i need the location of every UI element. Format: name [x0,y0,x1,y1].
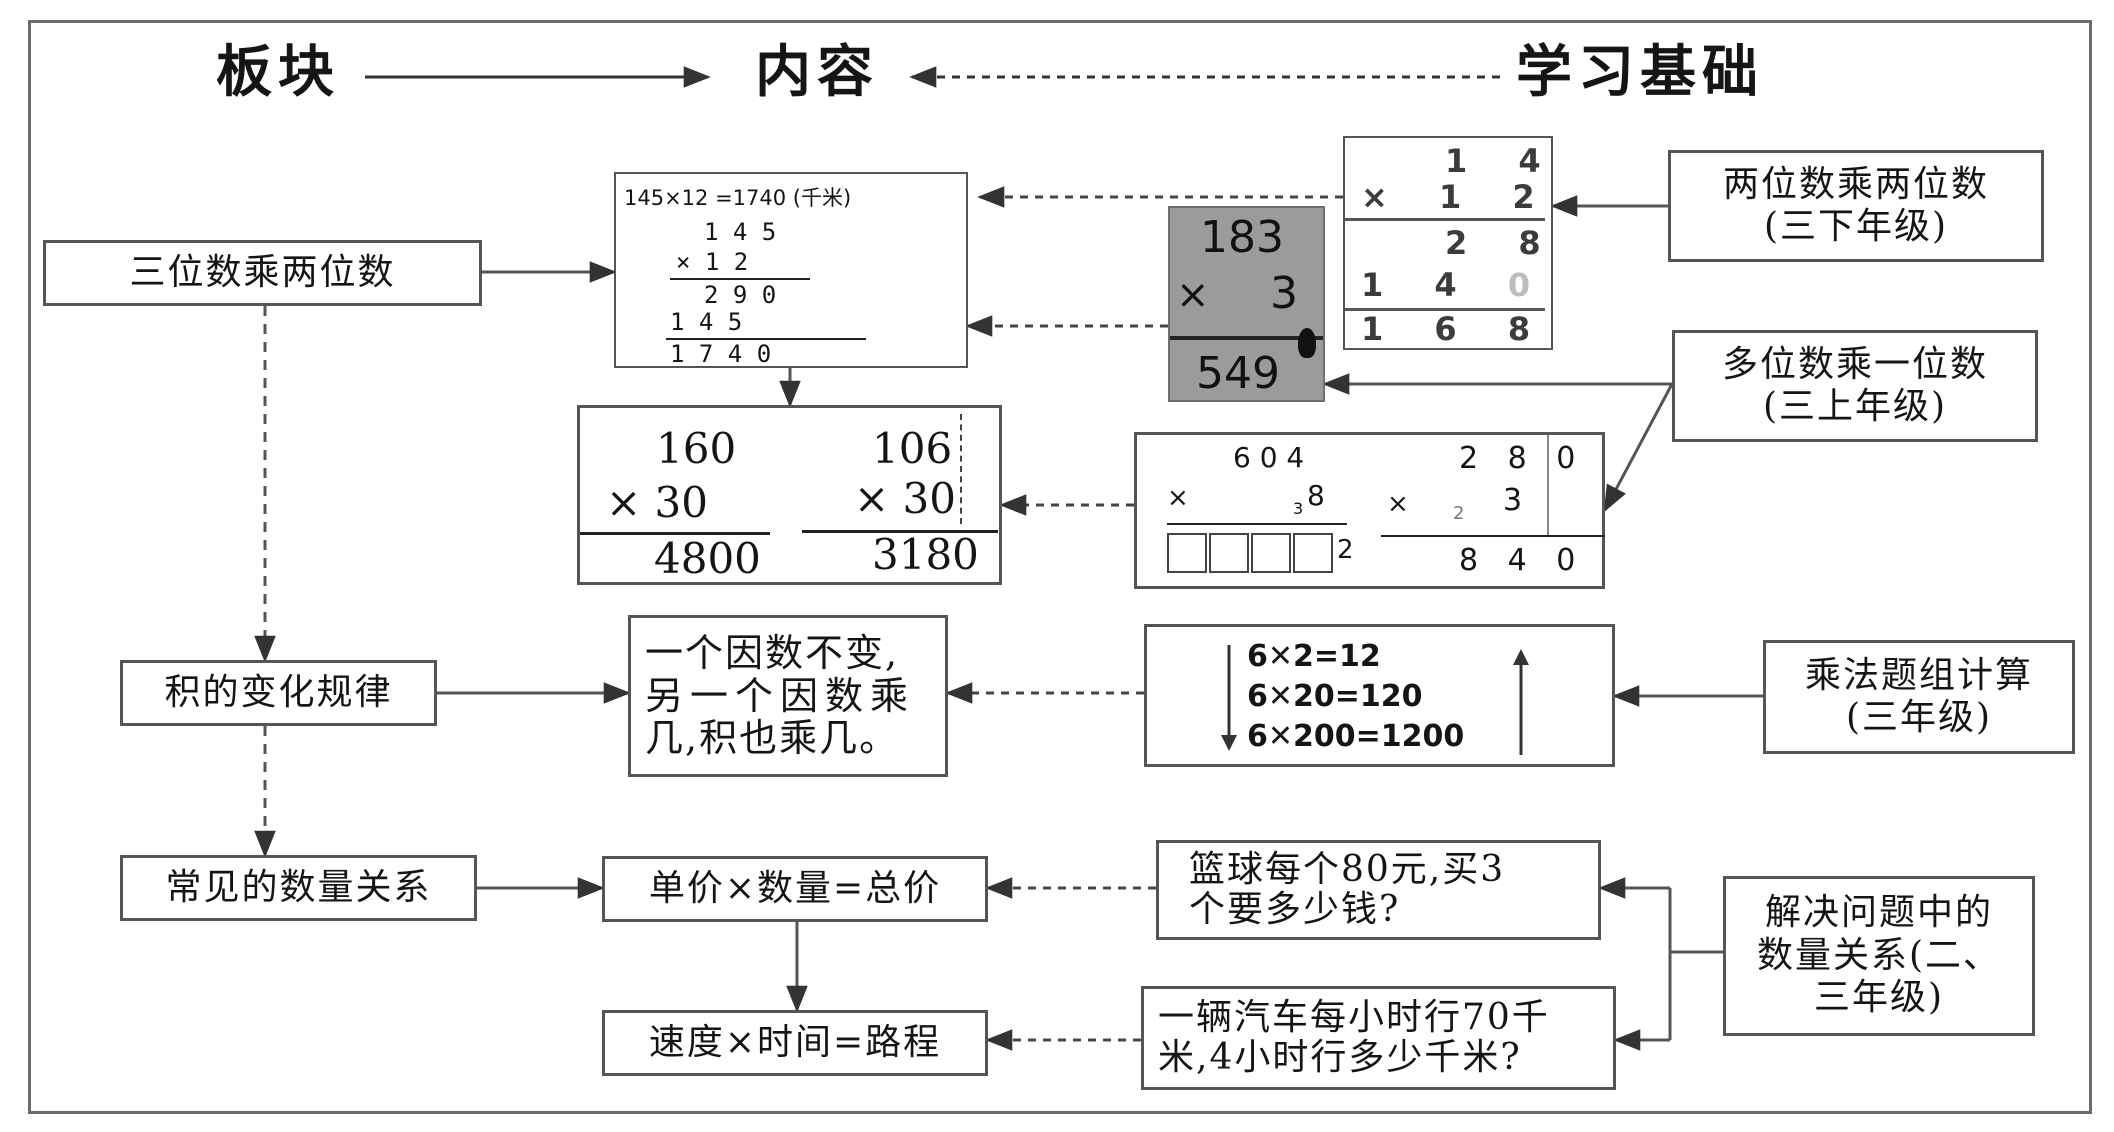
problem-line: 米,4小时行多少千米? [1158,1037,1522,1078]
calc-rule [802,530,998,533]
calc-top: 106 [872,424,953,473]
foundation-line: 三年级) [1813,977,1945,1019]
calc-top: 6 0 4 [1233,441,1305,474]
law-line: 几,积也乘几。 [645,716,900,761]
calc-result: 549 [1196,348,1280,399]
foundation-line: 乘法题组计算 [1804,654,2033,696]
calc-row: × 1 2 [676,248,749,276]
up-arrow-icon [1513,649,1529,755]
calc-mid: × 30 [854,474,956,523]
calc-sign: × [1176,272,1210,318]
foundation-multi-digit-by-one: 多位数乘一位数 (三上年级) [1672,330,2038,442]
pale-zero: 0 [1507,266,1551,304]
problem-line: 一辆汽车每小时行70千 [1158,996,1550,1038]
calc-rule [1381,535,1605,537]
calc-rule [1170,336,1323,340]
header-col3: 学习基础 [1516,39,1764,105]
calc-row: 1 4 5 [704,218,777,246]
foundation-line: (三年级) [1845,697,1993,738]
problem-line: 篮球每个80元,买3 [1189,848,1506,890]
product-law-text-box: 一个因数不变, 另一个因数乘 几,积也乘几。 [628,615,948,777]
calc-top: 2 8 0 [1459,441,1586,476]
calc-row: 2 8 [1445,224,1561,262]
formula-text: 速度×时间=路程 [648,1022,942,1064]
calc-row: 1 4 0 [1361,266,1551,304]
carry-digit: 3 [1293,499,1304,518]
module-product-change-law: 积的变化规律 [120,660,437,726]
pen-mark [1298,328,1316,358]
product-series-card: 6✕2=12 6✕20=120 6✕200=1200 [1144,624,1615,767]
calc-rule [1167,523,1347,525]
calc-top: 183 [1200,212,1284,263]
series-line: 6✕200=1200 [1247,719,1465,754]
calc-digit: 8 [1307,479,1325,512]
calc-caption: 145×12 =1740 (千米) [624,186,852,210]
calc-mid: 3 [1270,268,1298,319]
header-col1: 板块 [216,39,340,105]
foundation-multiplication-groups: 乘法题组计算 (三年级) [1763,640,2075,754]
arrow-f2-to-604x8 [1603,383,1674,513]
calc-rule [670,278,810,280]
problem-car-box: 一辆汽车每小时行70千 米,4小时行多少千米? [1141,986,1616,1090]
module-label: 常见的数量关系 [165,867,432,909]
module-three-by-two-digit: 三位数乘两位数 [43,240,482,306]
module-label: 积的变化规律 [164,672,393,714]
calc-result: 8 4 0 [1459,543,1586,578]
foundation-line: 数量关系(二、 [1756,934,2002,976]
module-quantity-relations: 常见的数量关系 [120,855,477,921]
foundation-line: 两位数乘两位数 [1722,163,1989,205]
foundation-problem-solving-relations: 解决问题中的 数量关系(二、 三年级) [1723,876,2035,1036]
foundation-line: 解决问题中的 [1764,892,1993,934]
calc-sign: × [1387,489,1409,519]
foundation-two-digit-multiplication: 两位数乘两位数 (三下年级) [1668,150,2044,262]
calc-top: 160 [656,424,737,473]
place-marker [960,414,962,524]
calc-sign: × [1167,483,1189,513]
outer-frame [28,20,2092,1114]
problem-line: 个要多少钱? [1189,889,1401,930]
series-line: 6✕2=12 [1247,639,1381,674]
calc-result: 4800 [654,534,761,583]
calc-row: 1 6 8 [1361,310,1551,348]
foundation-line: 多位数乘一位数 [1721,343,1988,385]
calc-row: 1 7 4 0 [670,340,772,368]
header-col2: 内容 [755,39,879,105]
calc-digit: 3 [1503,483,1523,518]
law-line: 一个因数不变, [645,631,900,676]
calc-row: 2 9 0 [704,281,777,309]
formula-text: 单价×数量=总价 [648,868,942,910]
calc-145x12-card: 145×12 =1740 (千米) 1 4 5 × 1 2 2 9 0 1 4 … [614,172,968,368]
calc-row: × 1 2 [1361,178,1555,216]
answer-blank [1167,533,1207,573]
calc-row: 1 4 [1445,142,1561,180]
calc-rule [580,532,770,535]
answer-blank [1209,533,1249,573]
calc-multi-digit-card: 6 0 4 × 3 8 2 2 8 0 × 2 3 8 4 0 [1134,432,1605,589]
problem-basketball-box: 篮球每个80元,买3 个要多少钱? [1156,840,1601,940]
foundation-line: (三上年级) [1762,386,1948,427]
series-line: 6✕20=120 [1247,679,1423,714]
calc-rule [1345,308,1545,311]
module-label: 三位数乘两位数 [129,252,396,294]
calc-result: 3180 [872,530,979,579]
answer-blank [1293,533,1333,573]
calc-tail: 2 [1337,535,1354,565]
calc-row: 1 4 5 [670,308,743,336]
formula-speed-box: 速度×时间=路程 [602,1010,988,1076]
law-line: 另一个因数乘 [645,673,916,718]
foundation-line: (三下年级) [1763,206,1949,247]
calc-183x3-card: 183 × 3 549 [1168,206,1325,402]
calc-multiples-of-ten-card: 160 × 30 4800 106 × 30 3180 [577,405,1002,585]
down-arrow-icon [1221,645,1237,751]
formula-price-box: 单价×数量=总价 [602,856,988,922]
place-marker [1547,435,1549,535]
calc-14x12-card: 1 4 × 1 2 2 8 1 4 0 1 6 8 [1343,136,1553,350]
answer-blank [1251,533,1291,573]
calc-mid: × 30 [606,478,708,527]
calc-rule [1345,218,1545,221]
carry-digit: 2 [1453,503,1465,524]
calc-rule [666,338,866,340]
